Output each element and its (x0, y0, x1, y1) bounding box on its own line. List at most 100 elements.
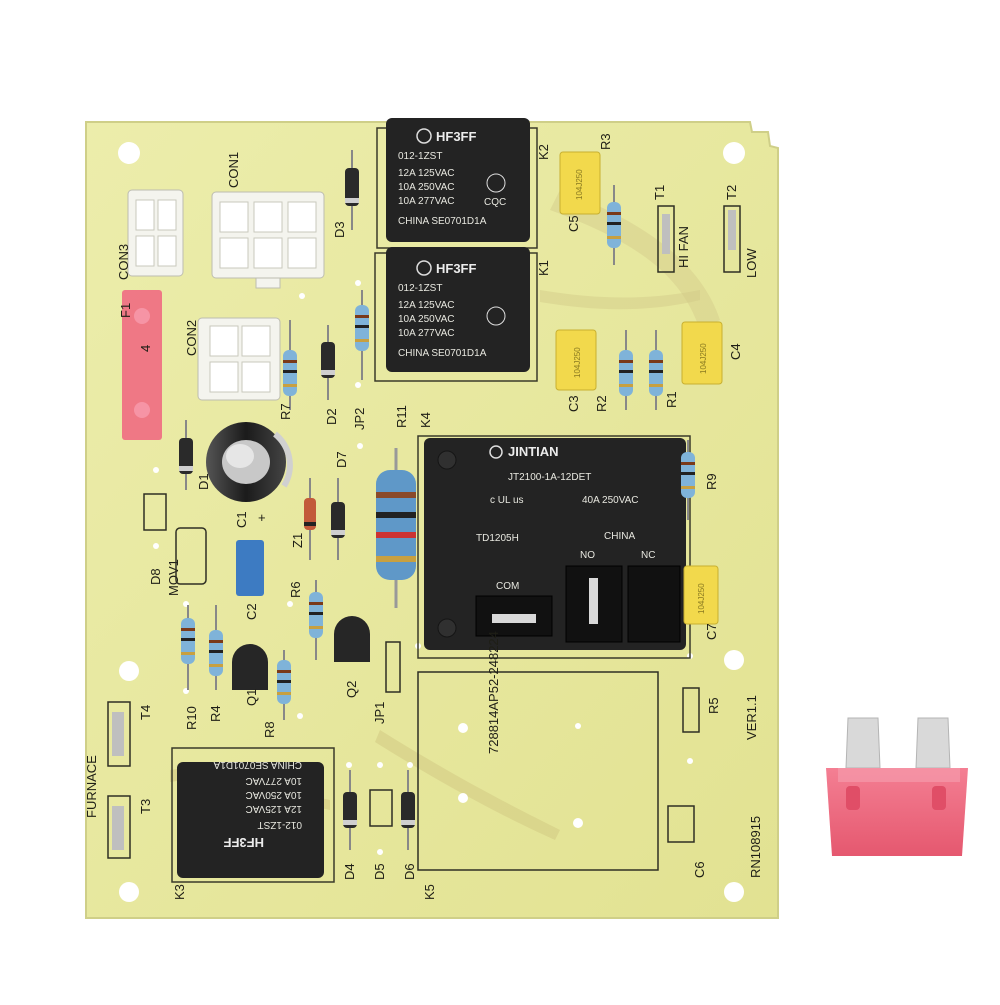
label-r11: R11 (394, 405, 409, 428)
label-q2: Q2 (344, 681, 359, 698)
label-con2: CON2 (184, 320, 199, 356)
relay-k1-brand: HF3FF (436, 261, 477, 276)
label-r2: R2 (594, 395, 609, 412)
label-r3: R3 (598, 133, 613, 150)
label-d8: D8 (148, 568, 163, 585)
board-part-number: RN108915 (748, 816, 763, 878)
board-fuse-rating: 4 (138, 345, 153, 352)
label-hi-fan: HI FAN (676, 226, 691, 268)
label-r5: R5 (706, 697, 721, 714)
label-d6: D6 (402, 863, 417, 880)
label-furnace: FURNACE (84, 755, 99, 818)
relay-k2-origin: CHINA SE0701D1A (398, 216, 487, 227)
relay-k4-origin: CHINA (604, 531, 635, 542)
label-t4: T4 (138, 705, 153, 720)
label-c6: C6 (692, 861, 707, 878)
relay-k1-line1: 12A 125VAC (398, 300, 455, 311)
small-pcb-code: 728814AP52-248224 (486, 631, 501, 754)
relay-k4-com-label: COM (496, 581, 519, 592)
label-r9: R9 (704, 473, 719, 490)
label-c1: C1 (234, 511, 249, 528)
capacitor-c7: 104J250 (683, 565, 719, 625)
relay-k4-cert: c UL us (490, 495, 524, 506)
capacitor-c4: 104J250 (681, 321, 723, 385)
label-c7: C7 (704, 623, 719, 640)
label-r10: R10 (184, 706, 199, 730)
label-k4: K4 (418, 412, 433, 428)
label-c3: C3 (566, 395, 581, 412)
spade-terminals (107, 205, 741, 859)
label-jp1: JP1 (372, 702, 387, 724)
resistors (181, 185, 695, 720)
relay-k2-model: 012-1ZST (398, 151, 442, 162)
label-c2: C2 (244, 603, 259, 620)
transistors (232, 616, 370, 690)
relay-k3-line1: 12A 125VAC (245, 803, 302, 814)
label-c4: C4 (728, 343, 743, 360)
relay-k1-line2: 10A 250VAC (398, 314, 455, 325)
label-con1: CON1 (226, 152, 241, 188)
relay-k2-line2: 10A 250VAC (398, 182, 455, 193)
relay-k3-line3: 10A 277VAC (245, 775, 302, 786)
label-r7: R7 (278, 403, 293, 420)
mounting-holes (118, 142, 745, 902)
capacitor-c3: 104J250 (555, 329, 597, 391)
relay-k1-line3: 10A 277VAC (398, 328, 455, 339)
relay-k2-brand: HF3FF (436, 129, 477, 144)
mov1-footprint (175, 527, 207, 585)
relay-k3-brand: HF3FF (224, 835, 265, 850)
label-d4: D4 (342, 863, 357, 880)
diodes (143, 150, 415, 850)
relay-k3-model: 012-1ZST (258, 819, 302, 830)
relay-k4-code: TD1205H (476, 533, 519, 544)
relay-k4-no-label: NO (580, 550, 595, 561)
blade-fuse (826, 717, 968, 856)
c6-footprint (667, 805, 695, 843)
label-z1: Z1 (290, 533, 305, 548)
relay-k2-line3: 10A 277VAC (398, 196, 455, 207)
label-k2: K2 (536, 144, 551, 160)
label-c5: C5 (566, 215, 581, 232)
label-f1: F1 (118, 303, 133, 318)
connector-con1 (211, 191, 325, 289)
relay-k3-origin: CHINA SE0701D1A (213, 759, 302, 770)
jp1-footprint (385, 641, 401, 693)
label-t2: T2 (724, 185, 739, 200)
label-plus: + (258, 510, 266, 525)
connector-con2 (197, 317, 281, 401)
svg-text:104J250: 104J250 (699, 343, 708, 374)
relay-k2: HF3FF 012-1ZST 12A 125VAC 10A 250VAC 10A… (376, 118, 538, 249)
relay-k3: HF3FF 012-1ZST 12A 125VAC 10A 250VAC 10A… (171, 747, 335, 883)
r5-footprint (682, 687, 700, 733)
label-t1: T1 (652, 185, 667, 200)
relay-k2-line1: 12A 125VAC (398, 168, 455, 179)
label-r1: R1 (664, 391, 679, 408)
label-con3: CON3 (116, 244, 131, 280)
relay-k4-model: JT2100-1A-12DET (508, 472, 591, 483)
label-t3: T3 (138, 799, 153, 814)
label-d5: D5 (372, 863, 387, 880)
capacitor-c5: 104J250 (559, 151, 601, 215)
relay-k1: HF3FF 012-1ZST 12A 125VAC 10A 250VAC 10A… (374, 247, 538, 382)
label-low: LOW (744, 248, 759, 278)
relay-k4-rating: 40A 250VAC (582, 495, 639, 506)
capacitor-c1 (206, 422, 293, 502)
label-d1: D1 (196, 473, 211, 490)
relay-k5-footprint: 728814AP52-248224 (417, 631, 659, 871)
svg-text:104J250: 104J250 (573, 347, 582, 378)
label-k1: K1 (536, 260, 551, 276)
board-version: VER1.1 (744, 695, 759, 740)
label-r4: R4 (208, 705, 223, 722)
label-d3: D3 (332, 221, 347, 238)
capacitor-c2 (236, 540, 264, 596)
relay-k4-brand: JINTIAN (508, 444, 559, 459)
svg-text:104J250: 104J250 (575, 169, 584, 200)
label-r8: R8 (262, 721, 277, 738)
relay-k1-model: 012-1ZST (398, 283, 442, 294)
relay-k1-origin: CHINA SE0701D1A (398, 348, 487, 359)
label-q1: Q1 (244, 689, 259, 706)
board-fuse-f1: 4 (122, 290, 162, 440)
label-k3: K3 (172, 884, 187, 900)
